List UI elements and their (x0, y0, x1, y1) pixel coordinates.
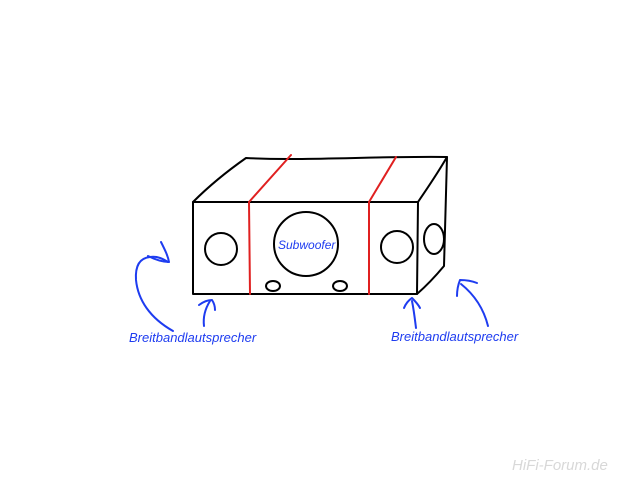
arrow-right-upper (460, 283, 489, 327)
divider-left-front (248, 201, 251, 295)
bass-port-left (265, 280, 281, 292)
arrow-left-lower (202, 300, 211, 327)
right-speaker-label: Breitbandlautsprecher (391, 329, 519, 344)
right-front-driver (380, 230, 414, 264)
arrowhead-left-lower (198, 299, 216, 311)
arrowhead-left-upper (147, 241, 170, 263)
watermark: HiFi-Forum.de (512, 457, 608, 474)
speaker-box (192, 154, 448, 295)
top-face-outline (192, 155, 448, 203)
arrow-left-upper (134, 255, 174, 332)
side-face-outline (416, 156, 448, 295)
divider-right-top (368, 156, 397, 203)
left-speaker-label: Breitbandlautsprecher (129, 330, 257, 345)
arrow-right-lower (411, 300, 417, 329)
annotations (134, 241, 489, 332)
subwoofer-label: Subwoofer (278, 238, 336, 252)
bass-port-right (332, 280, 348, 292)
arrowhead-right-lower (403, 297, 421, 309)
arrowhead-right-upper (456, 279, 478, 297)
divider-left-top (248, 154, 292, 203)
left-driver (204, 232, 238, 266)
subwoofer-driver (273, 211, 339, 277)
side-driver (423, 223, 445, 255)
